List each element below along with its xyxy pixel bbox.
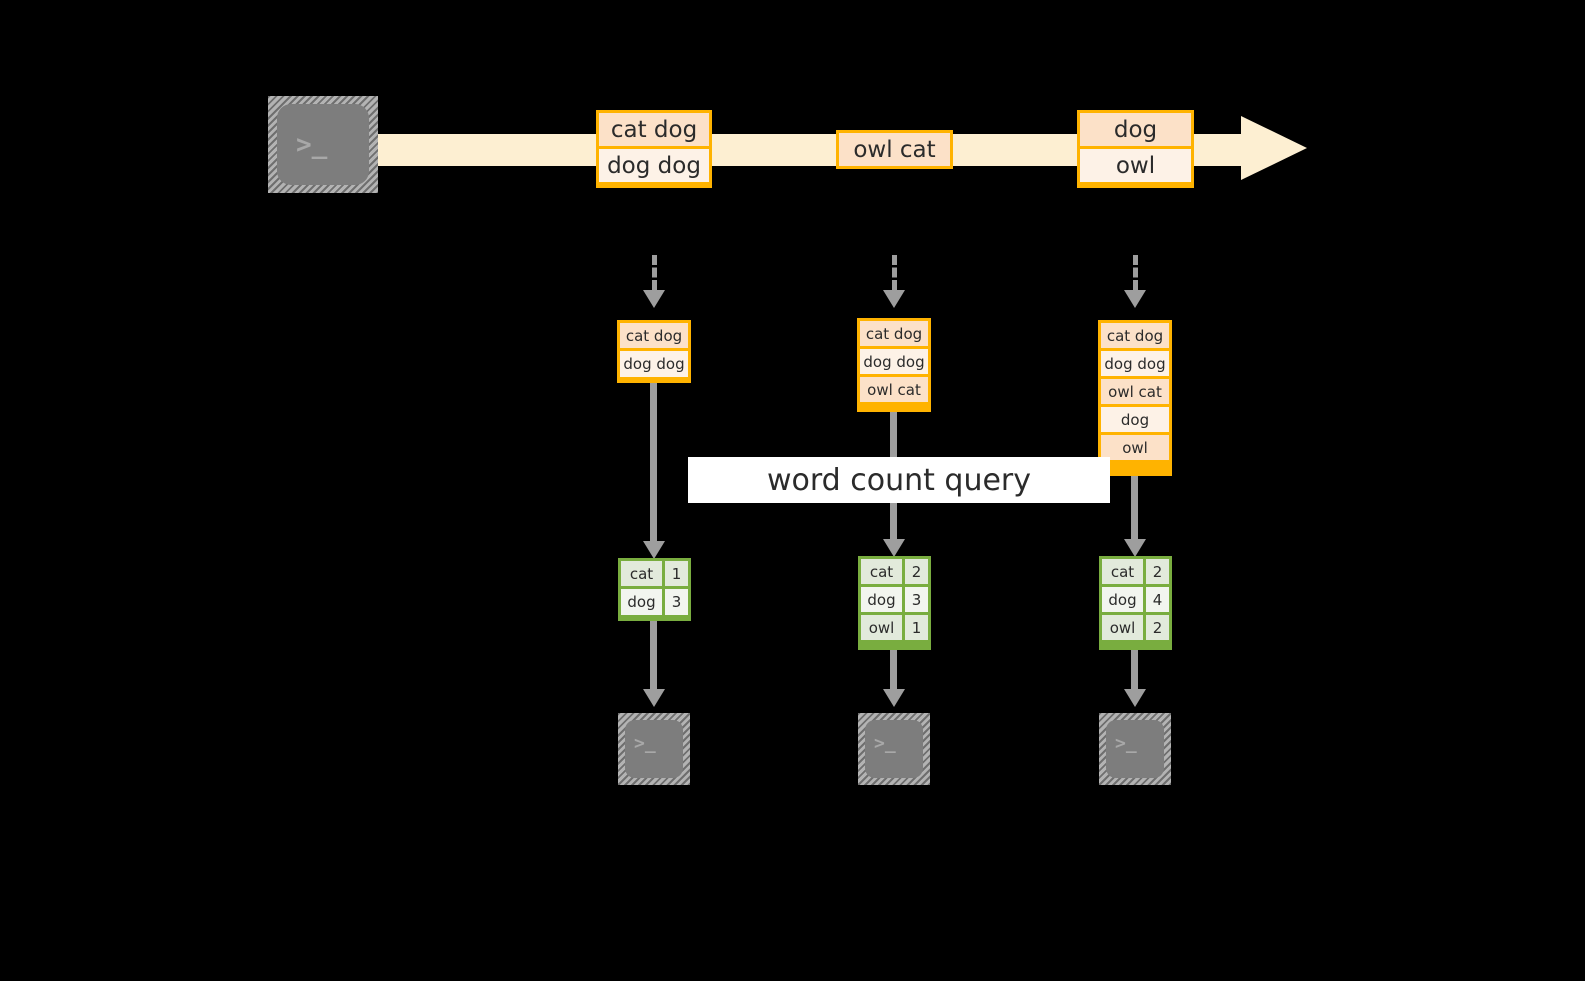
buffer-row: dog — [1101, 407, 1169, 432]
sink-connector — [1131, 650, 1138, 693]
record-row: dog dog — [599, 149, 709, 182]
snapshot-tap-connector — [892, 255, 897, 290]
stream-record: cat dog dog dog — [596, 110, 712, 188]
snapshot-buffer: cat dog dog dog — [617, 320, 691, 383]
result-count: 3 — [665, 589, 688, 615]
query-label-band: word count query — [688, 457, 1110, 503]
buffer-row: cat dog — [620, 323, 688, 348]
snapshot-buffer: cat dog dog dog owl cat — [857, 318, 931, 412]
buffer-row: dog dog — [620, 351, 688, 377]
snapshot-tap-arrowhead-icon — [643, 290, 665, 308]
terminal-prompt-glyph: >_ — [634, 733, 656, 754]
table-row: dog 4 — [1102, 587, 1169, 612]
result-count: 1 — [905, 615, 928, 640]
result-word: dog — [621, 589, 662, 615]
sink-terminal-icon: >_ — [858, 713, 930, 785]
record-row: owl — [1080, 149, 1191, 182]
buffer-row: cat dog — [1101, 323, 1169, 348]
buffer-row: cat dog — [860, 321, 928, 346]
sink-connector — [890, 650, 897, 693]
result-word: owl — [1102, 615, 1143, 640]
result-word: owl — [861, 615, 902, 640]
buffer-row: dog dog — [860, 349, 928, 374]
result-table: cat 2 dog 4 owl 2 — [1099, 556, 1172, 650]
sink-arrowhead-icon — [643, 689, 665, 707]
record-row: owl cat — [839, 133, 950, 166]
terminal-body — [865, 720, 923, 778]
result-word: dog — [861, 587, 902, 612]
sink-terminal-icon: >_ — [1099, 713, 1171, 785]
table-row: owl 1 — [861, 615, 928, 640]
terminal-prompt-glyph: >_ — [296, 130, 328, 160]
result-word: cat — [621, 561, 662, 586]
result-word: cat — [1102, 559, 1143, 584]
sink-terminal-icon: >_ — [618, 713, 690, 785]
snapshot-tap-connector — [1133, 255, 1138, 290]
table-row: cat 2 — [861, 559, 928, 584]
result-count: 1 — [665, 561, 688, 586]
table-row: owl 2 — [1102, 615, 1169, 640]
table-row: dog 3 — [861, 587, 928, 612]
buffer-row: owl cat — [860, 377, 928, 402]
stream-record: owl cat — [836, 130, 953, 169]
result-table: cat 1 dog 3 — [618, 558, 691, 621]
result-count: 2 — [905, 559, 928, 584]
query-arrowhead-icon — [1124, 539, 1146, 557]
result-word: cat — [861, 559, 902, 584]
terminal-prompt-glyph: >_ — [874, 733, 896, 754]
table-row: cat 2 — [1102, 559, 1169, 584]
snapshot-tap-arrowhead-icon — [1124, 290, 1146, 308]
table-row: cat 1 — [621, 561, 688, 586]
record-row: dog — [1080, 113, 1191, 146]
result-count: 3 — [905, 587, 928, 612]
terminal-body — [625, 720, 683, 778]
query-arrowhead-icon — [883, 539, 905, 557]
query-connector — [1131, 476, 1138, 547]
table-row: dog 3 — [621, 589, 688, 615]
sink-arrowhead-icon — [883, 689, 905, 707]
buffer-row: dog dog — [1101, 351, 1169, 376]
snapshot-buffer: cat dog dog dog owl cat dog owl — [1098, 320, 1172, 476]
snapshot-tap-connector — [652, 255, 657, 290]
query-arrowhead-icon — [643, 541, 665, 559]
sink-connector — [650, 621, 657, 693]
buffer-row: owl cat — [1101, 379, 1169, 404]
result-count: 2 — [1146, 559, 1169, 584]
terminal-prompt-glyph: >_ — [1115, 733, 1137, 754]
result-count: 4 — [1146, 587, 1169, 612]
result-count: 2 — [1146, 615, 1169, 640]
query-connector — [650, 383, 657, 548]
result-table: cat 2 dog 3 owl 1 — [858, 556, 931, 650]
record-row: cat dog — [599, 113, 709, 146]
result-word: dog — [1102, 587, 1143, 612]
terminal-body — [1106, 720, 1164, 778]
source-terminal-icon: >_ — [268, 96, 378, 193]
buffer-row: owl — [1101, 435, 1169, 460]
stream-arrow-head-icon — [1241, 116, 1307, 180]
stream-record: dog owl — [1077, 110, 1194, 188]
terminal-body — [277, 104, 369, 185]
sink-arrowhead-icon — [1124, 689, 1146, 707]
snapshot-tap-arrowhead-icon — [883, 290, 905, 308]
query-label: word count query — [766, 462, 1032, 498]
